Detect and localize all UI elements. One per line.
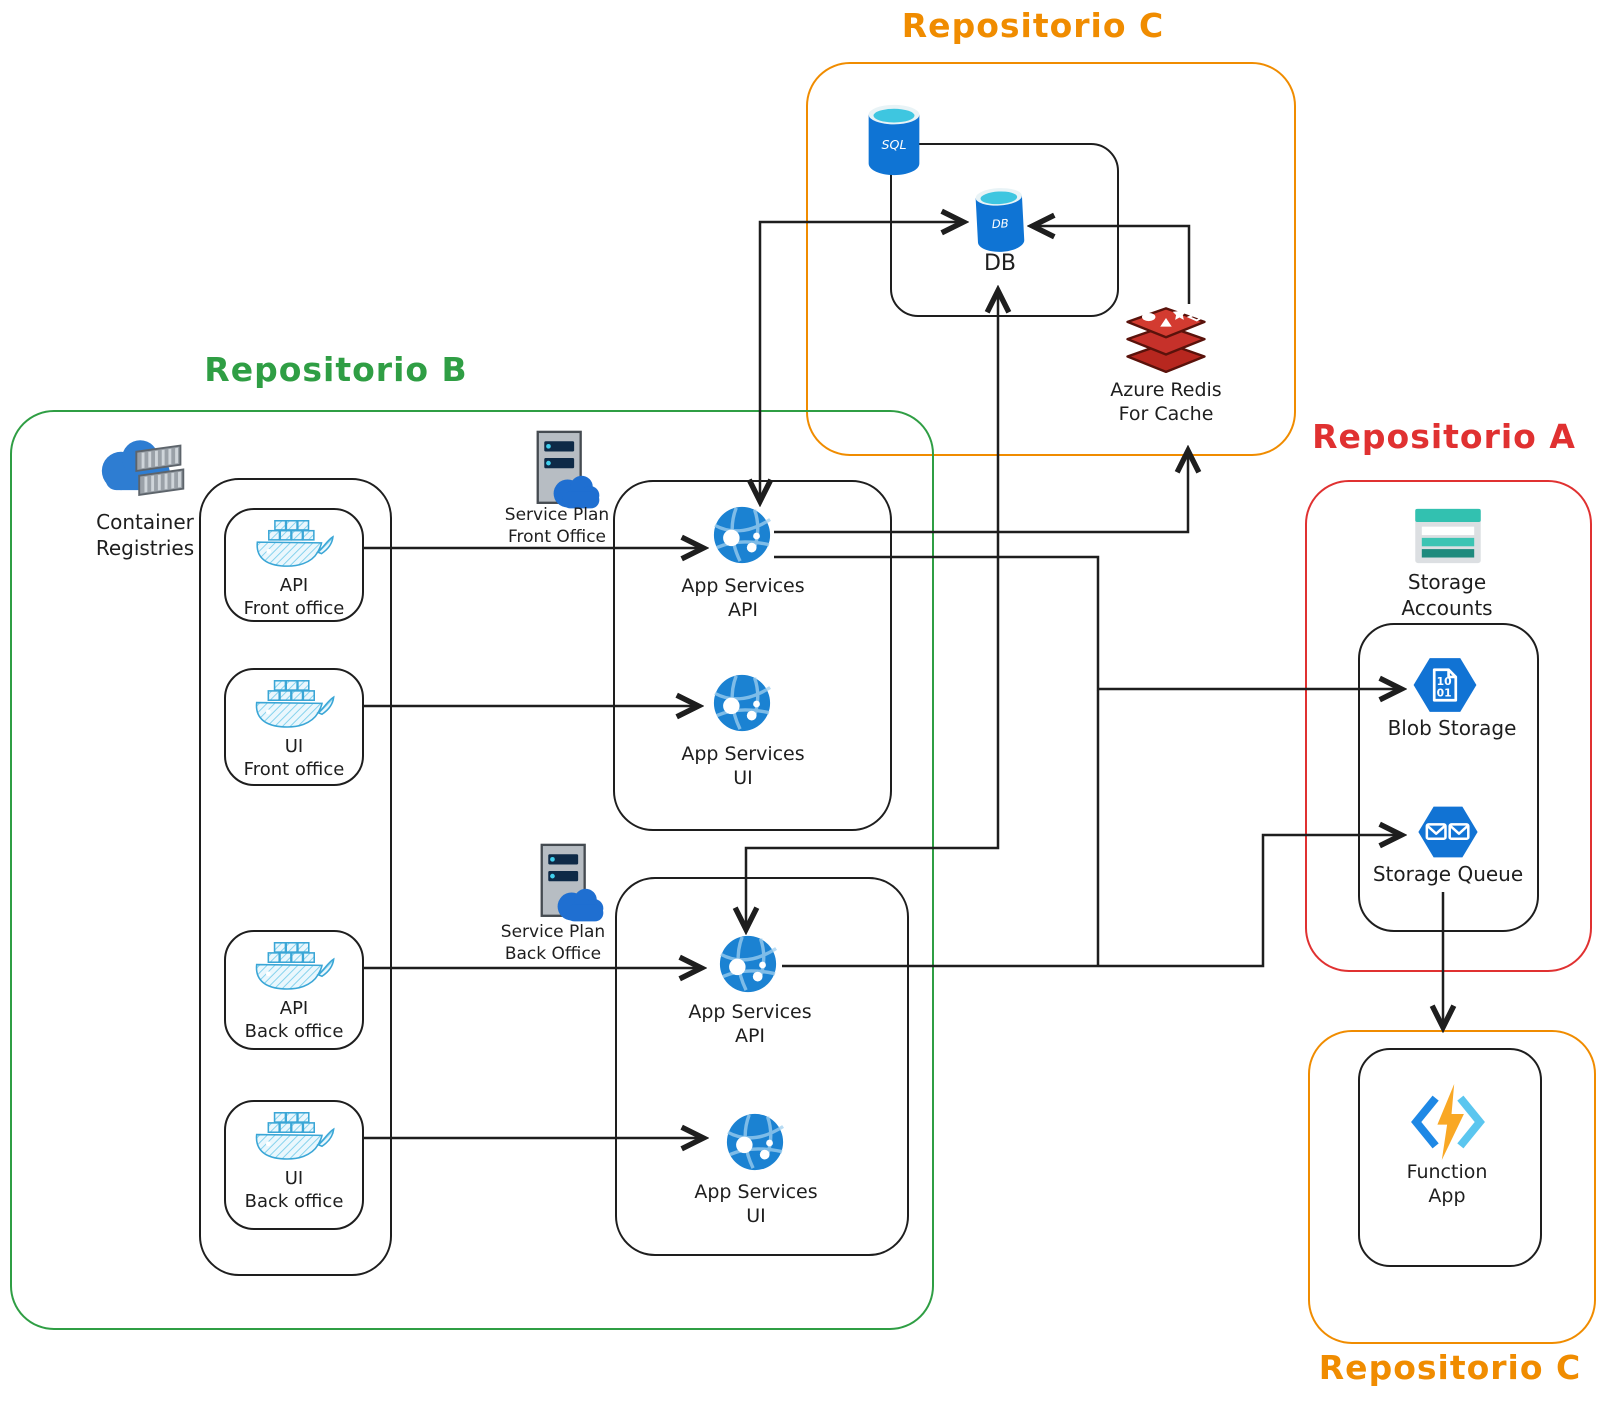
service-plan-back-icon [540,843,604,922]
blob-glyph-2: 01 [1437,687,1452,700]
db-database-icon: DB [975,188,1025,252]
function-app-label: Function App [1407,1160,1488,1209]
db-label-text: DB [983,251,1017,276]
db-label: DB [984,250,1016,278]
app-services-api-front-label-2: API [727,599,759,622]
app-services-ui-front-label-1: App Services [681,743,805,765]
redis-icon [1126,306,1206,374]
container-registries-icon [101,440,185,496]
service-plan-front-icon [536,430,600,509]
service-plan-back-label-1: Service Plan [500,922,606,942]
repo-b-title: Repositorio B [204,350,468,389]
repo-c-top-title: Repositorio C [901,6,1165,45]
app-services-ui-back-label-1: App Services [694,1181,818,1203]
app-services-api-front-label-1: App Services [681,575,805,597]
storage-queue-icon [1418,806,1478,858]
blob-glyph-1: 10 [1437,675,1452,688]
function-app-label-1: Function [1406,1161,1488,1183]
container-registries-box [199,478,392,1276]
redis-label: Azure Redis For Cache [1110,378,1221,427]
repo-c-bottom-title: Repositorio C [1318,1348,1582,1387]
app-services-api-back-label-1: App Services [688,1001,812,1023]
sql-database-icon: SQL [868,104,920,176]
app-services-api-front-label: App Services API [681,574,804,623]
docker-whale-icon [255,942,335,990]
storage-queue-label: Storage Queue [1373,862,1523,888]
storage-queue-label-text: Storage Queue [1372,862,1524,886]
service-plan-front-label: Service Plan Front Office [505,505,609,549]
node-docker-api-back: API Back office [224,930,364,1050]
app-services-ui-front-label: App Services UI [681,742,804,791]
service-plan-front-label-1: Service Plan [504,505,610,525]
app-services-ui-front-icon [713,674,772,732]
blob-storage-label-text: Blob Storage [1387,716,1517,740]
storage-accounts-icon [1415,508,1481,564]
sql-icon-text: SQL [881,137,906,152]
storage-accounts-label: Storage Accounts [1401,570,1492,621]
redis-label-1: Azure Redis [1110,379,1222,401]
app-services-ui-back-label-2: UI [746,1205,766,1228]
service-plan-back-label: Service Plan Back Office [501,922,605,966]
docker-api-back-label-2: Back office [244,1020,344,1042]
function-app-label-2: App [1428,1185,1466,1208]
redis-label-2: For Cache [1118,403,1214,426]
service-plan-back-label-2: Back Office [504,943,602,964]
docker-ui-front-label-2: Front office [243,758,345,780]
storage-group-box [1358,623,1539,932]
app-services-api-back-label: App Services API [688,1000,811,1049]
app-services-ui-front-label-2: UI [733,767,753,790]
docker-whale-icon [256,520,334,567]
blob-storage-label: Blob Storage [1388,716,1517,742]
storage-accounts-label-2: Accounts [1401,595,1493,620]
service-plan-front-label-2: Front Office [507,526,607,547]
app-services-api-back-icon [719,935,778,993]
node-docker-ui-front: UI Front office [224,668,364,786]
repo-a-title: Repositorio A [1312,417,1576,456]
function-app-icon [1411,1084,1485,1160]
docker-whale-icon [255,680,335,728]
db-icon-text: DB [991,216,1009,231]
blob-storage-icon: 10 01 [1413,658,1477,712]
docker-api-back-label-1: API [279,998,309,1019]
docker-whale-icon [255,1112,335,1160]
docker-ui-back-label-1: UI [284,1168,304,1189]
app-services-api-back-label-2: API [734,1025,766,1048]
node-docker-ui-back: UI Back office [224,1100,364,1230]
docker-api-front-label-1: API [279,575,309,596]
docker-api-front-label-2: Front office [243,597,345,619]
docker-ui-front-label-1: UI [284,736,304,757]
app-services-ui-back-icon [726,1113,785,1171]
container-registries-label-1: Container [96,510,194,534]
docker-ui-back-label-2: Back office [244,1190,344,1212]
function-group-box [1358,1048,1542,1267]
app-services-api-front-icon [713,506,772,564]
app-services-ui-back-label: App Services UI [694,1180,817,1229]
repo-a-box [1305,480,1592,972]
storage-accounts-label-1: Storage [1407,570,1487,594]
container-registries-label-2: Registries [95,535,195,560]
node-docker-api-front: API Front office [224,508,364,622]
container-registries-label: Container Registries [96,510,194,561]
